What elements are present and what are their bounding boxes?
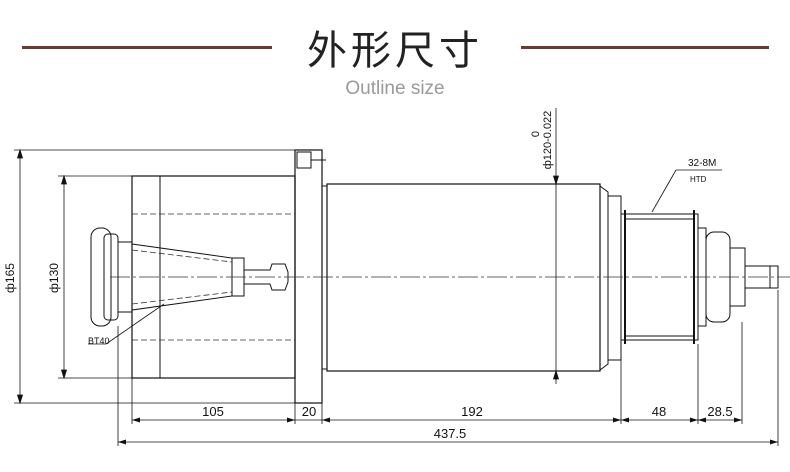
arrow-right (287, 417, 295, 423)
arrow-down (552, 175, 560, 186)
arrow-left (132, 417, 140, 423)
arrow-left (322, 417, 330, 423)
header-rule-left (22, 46, 272, 49)
arrow-left (118, 439, 126, 445)
arrow-right (734, 417, 742, 423)
belt-type-label: HTD (690, 175, 707, 184)
arrow-left (698, 417, 706, 423)
dim-label: 192 (461, 404, 483, 419)
dim-label: 28.5 (707, 404, 732, 419)
belt-leader (651, 169, 677, 213)
total-length-label: 437.5 (434, 426, 467, 441)
shoulder (321, 185, 328, 370)
flange-tab (296, 151, 312, 169)
dim-label: 48 (652, 404, 666, 419)
dim-label: 105 (202, 404, 224, 419)
dia-spindle-label: ф120-0.022 (542, 111, 554, 170)
arrow-right (613, 417, 621, 423)
dia-body-label: ф130 (47, 263, 61, 293)
dia-flange-label: ф165 (3, 263, 17, 293)
arrow-down (16, 394, 24, 405)
pull-stud (243, 263, 289, 291)
rear-ring (599, 185, 609, 371)
header-rule-right (521, 46, 769, 49)
arrow-up (552, 369, 560, 380)
holder-leader-tail (105, 303, 165, 345)
page-title: 外形尺寸 (307, 28, 483, 74)
rear-cap (607, 195, 622, 361)
dim-label: 20 (302, 404, 316, 419)
arrow-up (60, 174, 68, 185)
arrow-up (16, 148, 24, 159)
arrow-right (690, 417, 698, 423)
page-subtitle: Outline size (345, 78, 445, 99)
flange-face (294, 149, 323, 404)
hidden-taper-top (131, 249, 233, 263)
arrow-right (770, 439, 778, 445)
holder-label: BT40 (88, 336, 110, 346)
dia-spindle-tol-label: 0 (530, 131, 542, 137)
arrow-left (621, 417, 629, 423)
arrow-down (60, 369, 68, 380)
holder-flange-outer (90, 227, 112, 327)
spindle-body (326, 183, 601, 372)
hidden-taper-bottom (131, 291, 233, 305)
belt-spec-label: 32-8M (688, 158, 716, 169)
